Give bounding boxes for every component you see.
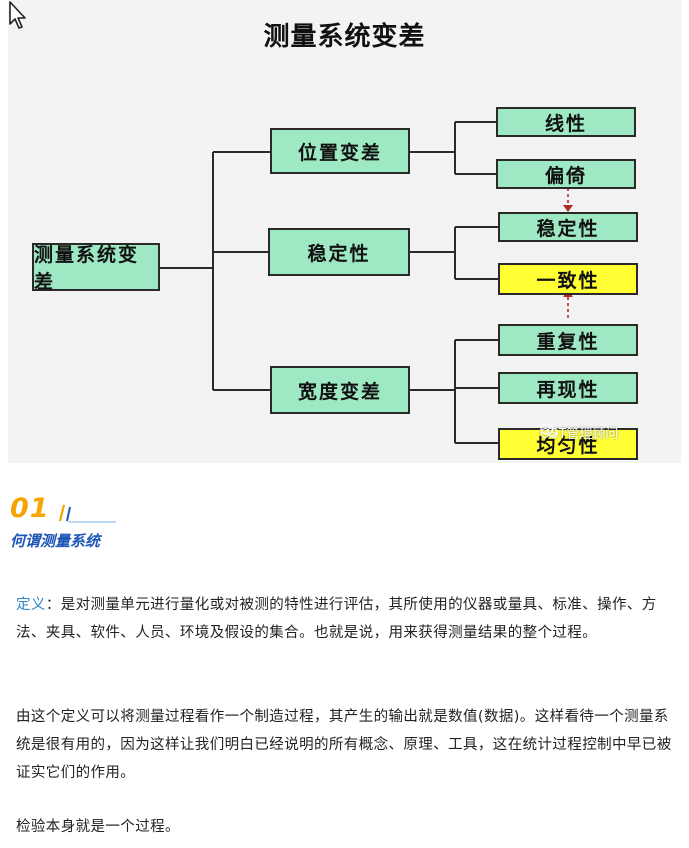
diagram-title: 测量系统变差	[263, 22, 426, 52]
definition-paragraph: 定义：是对测量单元进行量化或对被测的特性进行评估，其所使用的仪器或量具、标准、操…	[16, 591, 676, 647]
chat-bubble-icon	[540, 423, 558, 437]
leaf-bias-node: 偏倚	[496, 159, 636, 189]
leaf-stability-node: 稳定性	[498, 212, 638, 242]
mouse-cursor-icon	[9, 1, 26, 29]
leaf-consistency-node: 一致性	[498, 263, 638, 295]
leaf-uniformity-node: 均匀性	[498, 428, 638, 460]
branch-stability-node: 稳定性	[268, 228, 410, 276]
diagram-figure: 测量系统变差 测量系统变差 位置变差 稳定性 宽度变差 线性 偏倚 稳定性 一致…	[8, 0, 681, 463]
leaf-reproducibility-node: 再现性	[498, 372, 638, 404]
leaf-linearity-node: 线性	[496, 107, 636, 137]
section-number: 01	[10, 493, 50, 524]
watermark-text: OST管理顾问	[540, 427, 619, 442]
connector-lines	[160, 121, 573, 444]
definition-label: 定义	[16, 597, 46, 613]
leaf-repeatability-node: 重复性	[498, 324, 638, 356]
definition-text: ：是对测量单元进行量化或对被测的特性进行评估，其所使用的仪器或量具、标准、操作、…	[16, 597, 657, 641]
section-title: 何谓测量系统	[10, 532, 101, 550]
slash-decoration-icon	[58, 504, 116, 523]
section-heading: 01	[10, 493, 116, 524]
branch-width-node: 宽度变差	[270, 366, 410, 414]
root-node: 测量系统变差	[32, 243, 160, 293]
process-paragraph: 由这个定义可以将测量过程看作一个制造过程，其产生的输出就是数值(数据)。这样看待…	[16, 709, 672, 781]
branch-position-node: 位置变差	[270, 128, 410, 174]
watermark: OST管理顾问	[540, 423, 618, 442]
inspection-paragraph: 检验本身就是一个过程。	[16, 819, 180, 835]
